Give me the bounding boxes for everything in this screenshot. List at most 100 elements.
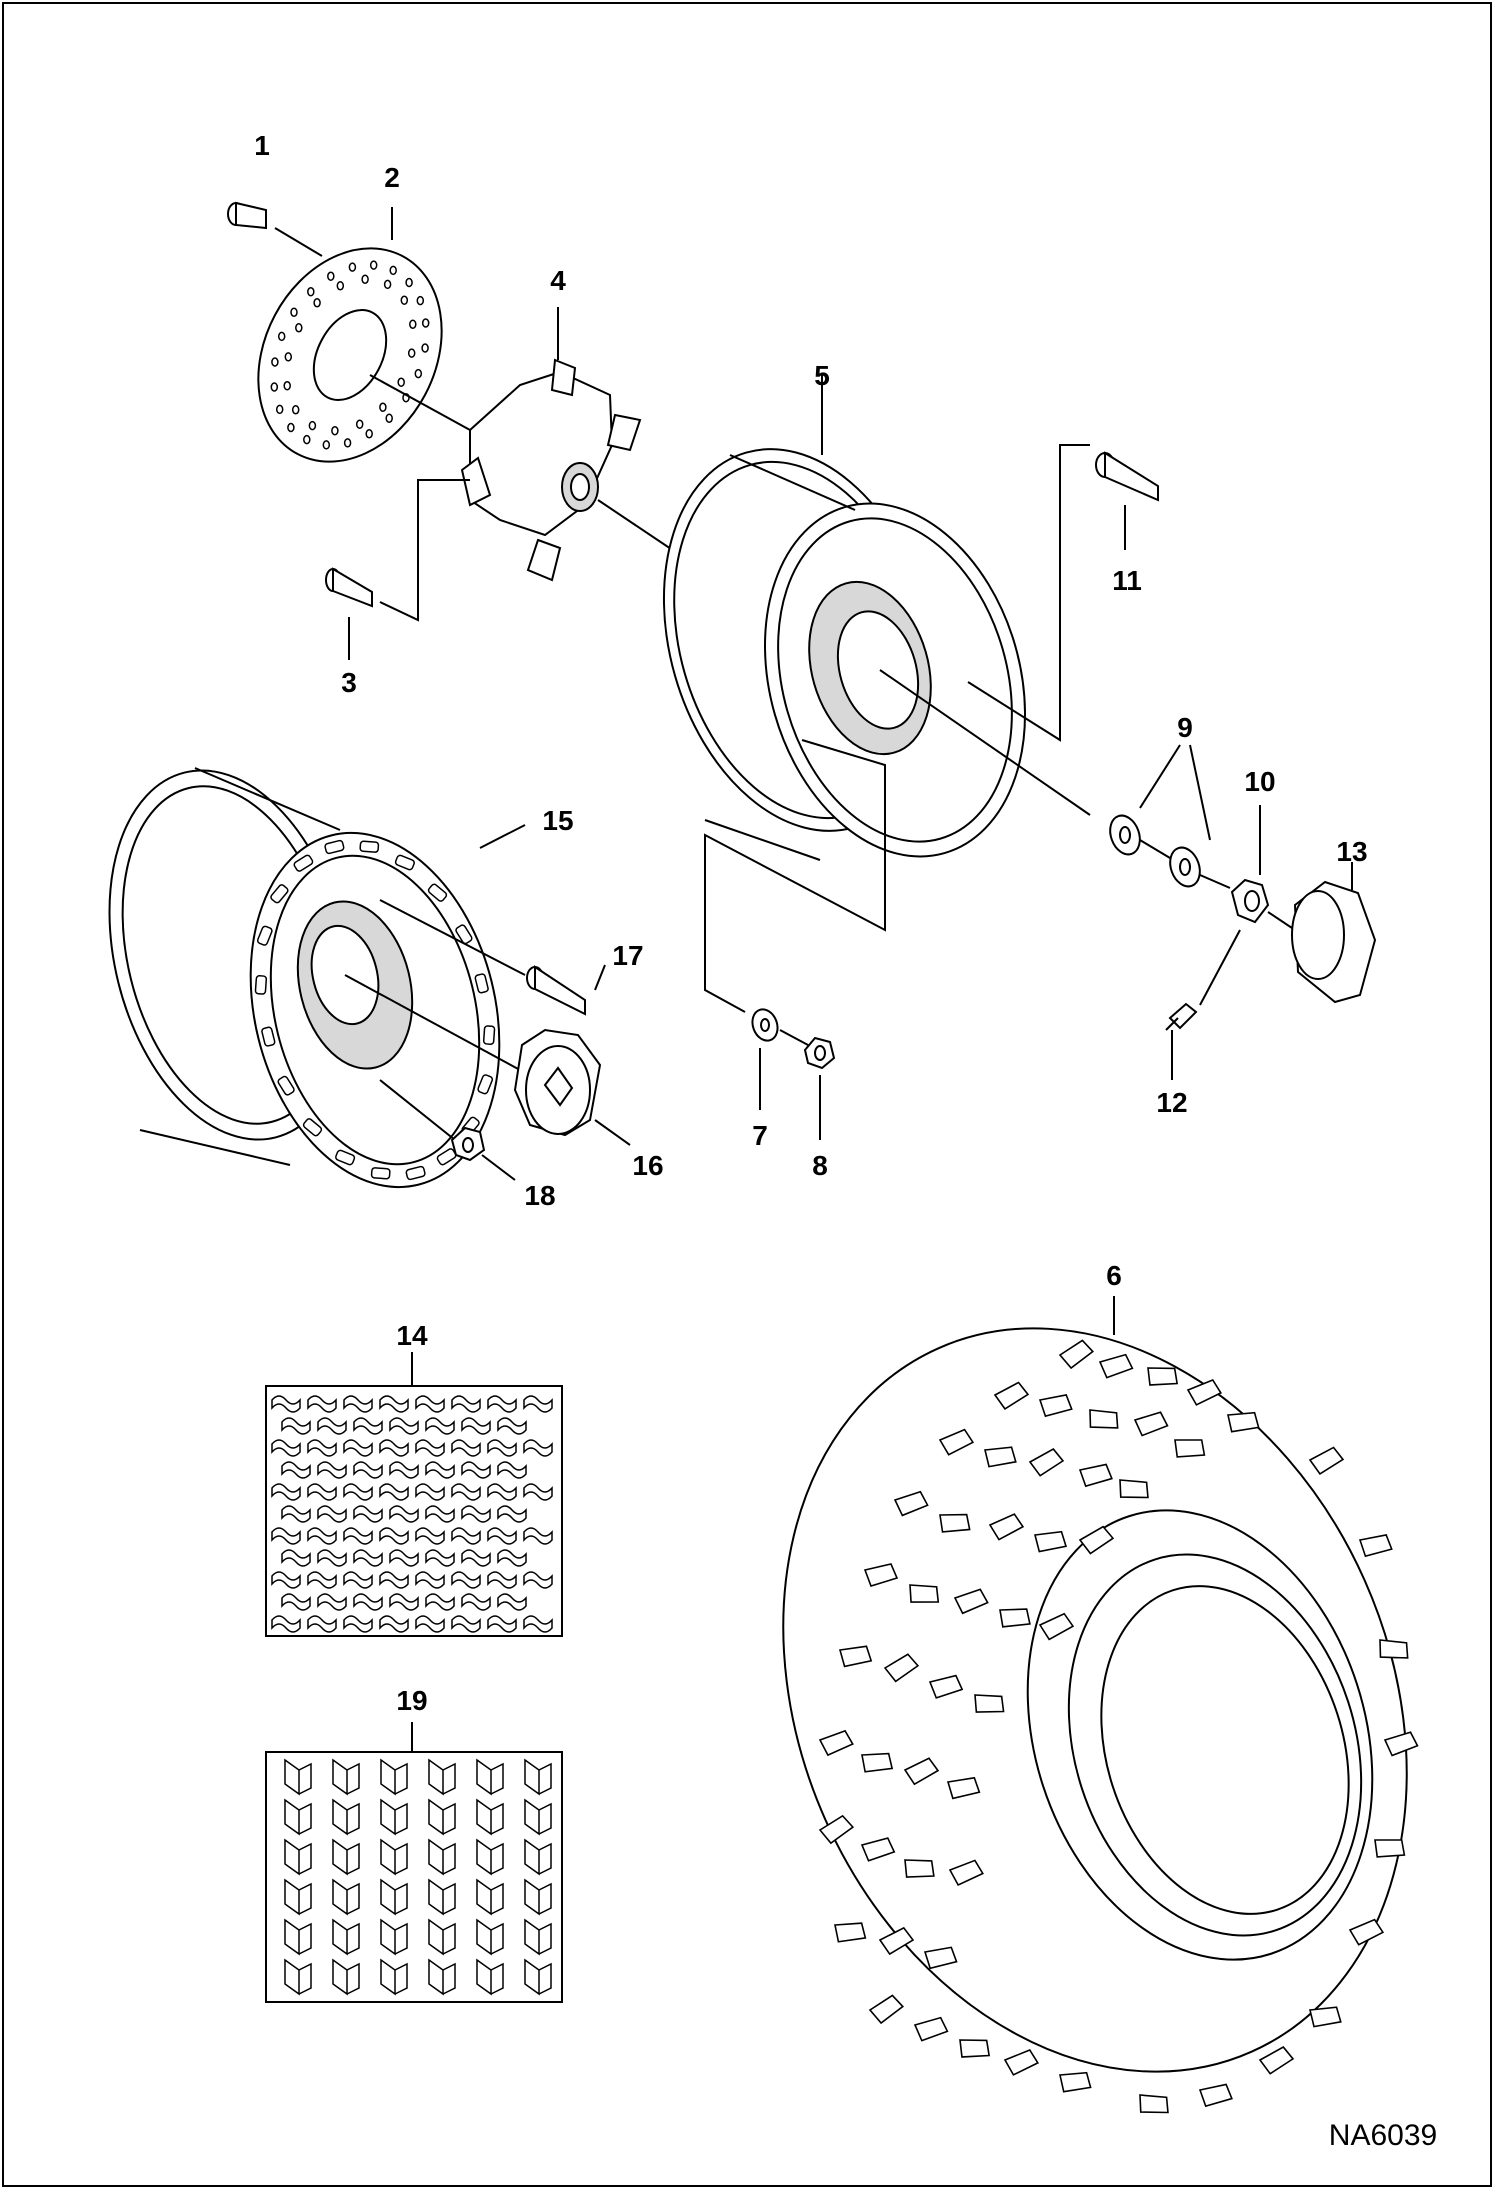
bead-slot	[455, 924, 473, 945]
disc-hole	[327, 271, 335, 281]
part-7-washer	[751, 1008, 809, 1110]
tire-lug	[1089, 1409, 1119, 1429]
disc-hole	[295, 323, 303, 333]
tire-lug	[974, 1694, 1005, 1713]
disc-hole	[322, 440, 331, 450]
tread-block	[461, 1417, 491, 1435]
tread-block	[451, 1395, 481, 1413]
tread-block	[415, 1439, 445, 1457]
disc-hole	[270, 382, 279, 392]
disc-hole	[414, 368, 423, 379]
callout-7: 7	[752, 1120, 768, 1151]
tread-block	[353, 1549, 383, 1567]
bead-slot	[394, 854, 415, 871]
bead-slot	[427, 883, 448, 902]
tread-block	[307, 1615, 337, 1633]
tread-rib	[332, 1758, 360, 1796]
tire-lug	[868, 1994, 904, 2025]
tire-lug	[1078, 1463, 1113, 1488]
tire-lug	[909, 1584, 940, 1603]
tread-rib	[332, 1798, 360, 1836]
callout-labels: 1 2 3 4 5 6 7 8 9 10 11 12 13 14 15 16 1…	[254, 130, 1437, 2152]
tread-rib	[380, 1958, 408, 1996]
tread-rib	[284, 1918, 312, 1956]
tire-lug	[1003, 2049, 1040, 2076]
tire-lug	[1358, 1533, 1393, 1558]
disc-hole	[389, 265, 397, 276]
tread-block	[271, 1483, 301, 1501]
disc-hole	[275, 404, 284, 415]
tread-rib	[332, 1878, 360, 1916]
callout-4: 4	[550, 265, 566, 296]
tread-block	[415, 1527, 445, 1545]
tread-block	[389, 1505, 419, 1523]
disc-hole	[290, 307, 298, 318]
tread-rib	[380, 1838, 408, 1876]
tread-block	[343, 1483, 373, 1501]
tire-lug	[904, 1859, 935, 1878]
part-15-beadlock-wheel	[108, 767, 526, 1189]
tread-rib	[284, 1878, 312, 1916]
tread-block	[271, 1571, 301, 1589]
bead-slot	[270, 884, 289, 904]
tire-lug	[928, 1674, 964, 1699]
disc-hole	[271, 357, 279, 367]
tire-lug	[938, 1428, 975, 1456]
part-19-tread-pattern	[265, 1722, 563, 2003]
disc-hole	[307, 286, 315, 297]
tire-lug	[988, 1513, 1025, 1541]
tread-block	[523, 1483, 553, 1501]
bead-slot	[277, 1075, 295, 1096]
tire-lug	[1147, 1367, 1179, 1386]
disc-hole	[348, 262, 357, 272]
callout-17: 17	[612, 940, 643, 971]
tread-block	[281, 1461, 311, 1479]
tread-block	[415, 1571, 445, 1589]
tread-block	[281, 1549, 311, 1567]
tire-lug	[1348, 1918, 1385, 1946]
figure-id: NA6039	[1329, 2119, 1437, 2152]
tread-rib	[428, 1878, 456, 1916]
tread-block	[389, 1549, 419, 1567]
tread-rib	[524, 1758, 552, 1796]
tread-block	[317, 1549, 347, 1567]
callout-12: 12	[1156, 1087, 1187, 1118]
disc-hole	[355, 419, 364, 429]
tread-block	[487, 1395, 517, 1413]
tire-lug	[1198, 2083, 1233, 2108]
tread-block	[379, 1527, 409, 1545]
tire-lug	[1379, 1639, 1409, 1659]
tread-block	[379, 1571, 409, 1589]
tread-block	[497, 1417, 527, 1435]
tread-rib	[332, 1958, 360, 1996]
tire-lug	[953, 1588, 989, 1615]
tread-block	[343, 1439, 373, 1457]
tire-lug	[1258, 2046, 1295, 2075]
tread-block	[271, 1439, 301, 1457]
tire-lug	[1374, 1839, 1406, 1858]
bead-slot	[370, 1167, 391, 1180]
disc-hole	[407, 348, 416, 358]
disc-hole	[416, 295, 425, 306]
tire-lug	[818, 1814, 855, 1845]
part-8-lug-nut	[803, 1036, 836, 1140]
disc-hole	[291, 405, 300, 415]
tread-rib	[428, 1838, 456, 1876]
disc-hole	[303, 434, 311, 445]
disc-hole	[284, 352, 293, 362]
tire-lug	[959, 2039, 991, 2058]
tire-lug	[1383, 1731, 1419, 1757]
tread-block	[281, 1505, 311, 1523]
disc-hole	[405, 277, 413, 288]
tire-lug	[1033, 1530, 1068, 1553]
tire-lug	[861, 1752, 894, 1773]
tire-lug	[1227, 1411, 1260, 1433]
tire-lug	[1028, 1448, 1065, 1477]
tread-rib	[476, 1918, 504, 1956]
bead-slot	[261, 1026, 276, 1047]
bead-slot	[324, 839, 345, 855]
callout-18: 18	[524, 1180, 555, 1211]
tread-block	[523, 1439, 553, 1457]
tire-lug	[1139, 2094, 1169, 2114]
tread-rib	[284, 1798, 312, 1836]
